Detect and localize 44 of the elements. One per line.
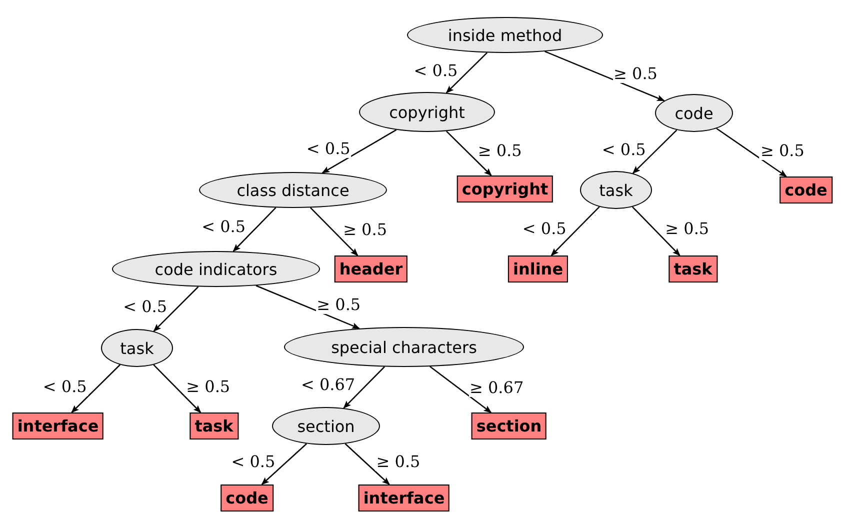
arrow [716, 128, 788, 178]
arrow [310, 207, 358, 256]
arrow [322, 129, 397, 174]
leaf-box: code [780, 176, 832, 204]
leaf-box: interface [12, 412, 104, 440]
arrow [632, 130, 678, 174]
arrow [71, 364, 120, 414]
arrow [446, 130, 492, 176]
decision-ellipse: class distance [199, 172, 387, 208]
edge-label: ≥ 0.5 [759, 142, 806, 160]
arrow [446, 52, 488, 94]
decision-ellipse: task [580, 171, 652, 209]
leaf-box: task [668, 256, 718, 282]
decision-ellipse: code [655, 94, 733, 132]
arrow [256, 285, 360, 330]
edge-label: ≥ 0.5 [375, 453, 422, 472]
edge-label: ≥ 0.67 [468, 378, 525, 396]
arrow [344, 443, 390, 486]
leaf-box: interface [358, 484, 450, 512]
arrow [550, 206, 600, 256]
arrow [153, 286, 199, 332]
leaf-box: code [220, 484, 274, 512]
arrow [544, 50, 665, 102]
leaf-box: copyright [456, 176, 554, 202]
decision-ellipse: code indicators [112, 251, 320, 287]
decision-ellipse: special characters [284, 327, 524, 367]
edge-label: < 0.5 [305, 140, 352, 158]
edge-label: ≥ 0.5 [316, 296, 362, 314]
arrow [632, 206, 680, 256]
leaf-box: task [190, 412, 238, 440]
decision-ellipse: section [272, 407, 380, 445]
leaf-box: section [471, 412, 547, 440]
arrow [232, 207, 276, 252]
arrow [430, 366, 492, 414]
edge-label: < 0.5 [230, 453, 276, 472]
leaf-box: inline [508, 256, 568, 282]
arrow [343, 366, 385, 409]
arrow [261, 443, 307, 486]
decision-ellipse: copyright [359, 92, 495, 132]
edge-label: ≥ 0.5 [612, 65, 658, 84]
decision-ellipse: inside method [407, 17, 603, 53]
arrow [153, 364, 202, 414]
leaf-box: header [334, 256, 408, 282]
decision-ellipse: task [101, 329, 173, 367]
